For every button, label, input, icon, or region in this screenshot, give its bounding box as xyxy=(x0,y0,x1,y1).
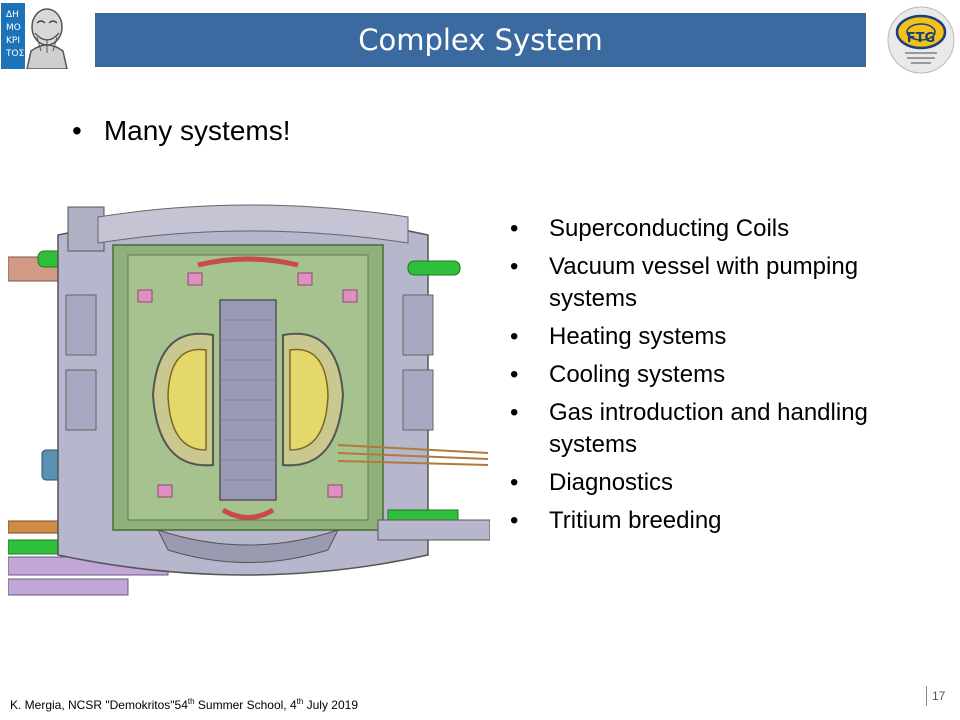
ftg-logo: FTG xyxy=(887,6,955,74)
systems-list: •Superconducting Coils •Vacuum vessel wi… xyxy=(510,213,940,543)
svg-text:ΤΟΣ: ΤΟΣ xyxy=(5,49,25,59)
svg-text:ΚΡΙ: ΚΡΙ xyxy=(6,36,20,46)
svg-text:FTG: FTG xyxy=(907,31,935,46)
page-number: 17 xyxy=(926,686,945,706)
main-bullet-text: Many systems! xyxy=(103,115,291,146)
svg-text:ΜΟ: ΜΟ xyxy=(6,23,21,33)
list-item: •Superconducting Coils xyxy=(510,215,790,242)
list-item: •Cooling systems xyxy=(510,361,726,388)
title-banner: Complex System xyxy=(95,13,866,67)
svg-text:ΔΗ: ΔΗ xyxy=(6,10,19,20)
tokamak-cutaway-image xyxy=(8,204,490,596)
demokritos-logo: ΔΗ ΜΟ ΚΡΙ ΤΟΣ xyxy=(1,3,68,69)
list-item: •Gas introduction and handling systems xyxy=(510,399,868,458)
slide-footer: K. Mergia, NCSR "Demokritos"54th Summer … xyxy=(10,697,358,712)
slide-title: Complex System xyxy=(358,23,603,57)
bullet-dot: • xyxy=(72,115,82,146)
list-item: •Heating systems xyxy=(510,323,727,350)
main-bullet: • Many systems! xyxy=(72,115,291,147)
list-item: •Vacuum vessel with pumping systems xyxy=(510,253,859,312)
list-item: •Tritium breeding xyxy=(510,507,722,534)
list-item: •Diagnostics xyxy=(510,469,674,496)
